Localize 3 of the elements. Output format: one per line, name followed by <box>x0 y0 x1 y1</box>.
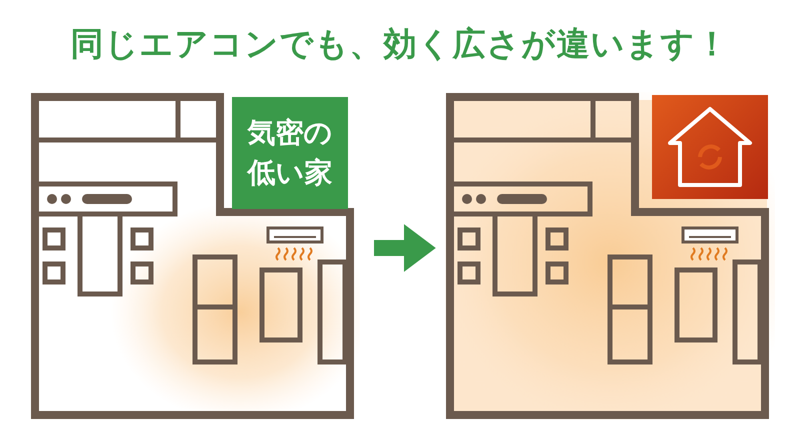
arrow <box>374 224 436 272</box>
title: 同じエアコンでも、効く広さが違います！ <box>70 23 730 65</box>
label-box: 気密の低い家 <box>232 97 348 209</box>
